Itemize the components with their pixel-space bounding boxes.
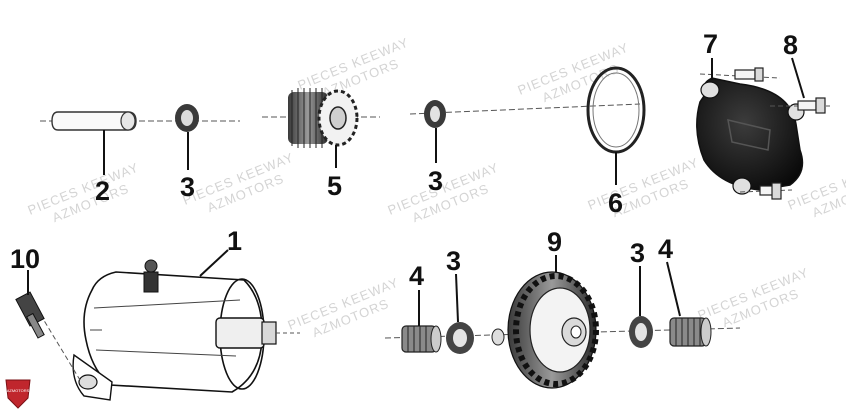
part-1-starter-motor bbox=[72, 259, 300, 401]
part-4-bearing bbox=[401, 325, 442, 353]
part-7-cover bbox=[696, 77, 805, 195]
callout-3: 3 bbox=[446, 246, 461, 276]
callout-4: 4 bbox=[409, 261, 424, 291]
callout-3: 3 bbox=[180, 172, 195, 202]
part-6-o-ring bbox=[586, 66, 646, 154]
callout-9: 9 bbox=[547, 227, 562, 257]
part-5-gear bbox=[262, 88, 380, 148]
part-3-washer-bottom-right bbox=[629, 316, 653, 348]
callout-3: 3 bbox=[428, 166, 443, 196]
part-3-washer-bottom-left bbox=[446, 322, 474, 354]
callout-7: 7 bbox=[703, 29, 718, 59]
part-10-screw bbox=[15, 291, 81, 381]
bottom-shaft-line bbox=[384, 327, 741, 339]
callout-5: 5 bbox=[327, 171, 342, 201]
callout-10: 10 bbox=[10, 244, 40, 274]
callout-6: 6 bbox=[608, 188, 623, 218]
part-8-bolts bbox=[699, 67, 830, 200]
part-2-shaft bbox=[40, 111, 240, 131]
callout-3: 3 bbox=[630, 238, 645, 268]
callout-1: 1 bbox=[227, 226, 242, 256]
brand-badge: AZMOTORS bbox=[5, 379, 31, 409]
part-3-washer bbox=[175, 104, 199, 132]
part-3-washer-middle bbox=[409, 100, 641, 128]
callout-2: 2 bbox=[95, 176, 110, 206]
callout-8: 8 bbox=[783, 30, 798, 60]
leader-lines bbox=[27, 57, 805, 326]
callout-4: 4 bbox=[658, 234, 673, 264]
part-9-large-gear bbox=[491, 271, 599, 389]
part-4-bearing-right bbox=[669, 317, 712, 347]
brand-badge-text: AZMOTORS bbox=[7, 388, 30, 393]
